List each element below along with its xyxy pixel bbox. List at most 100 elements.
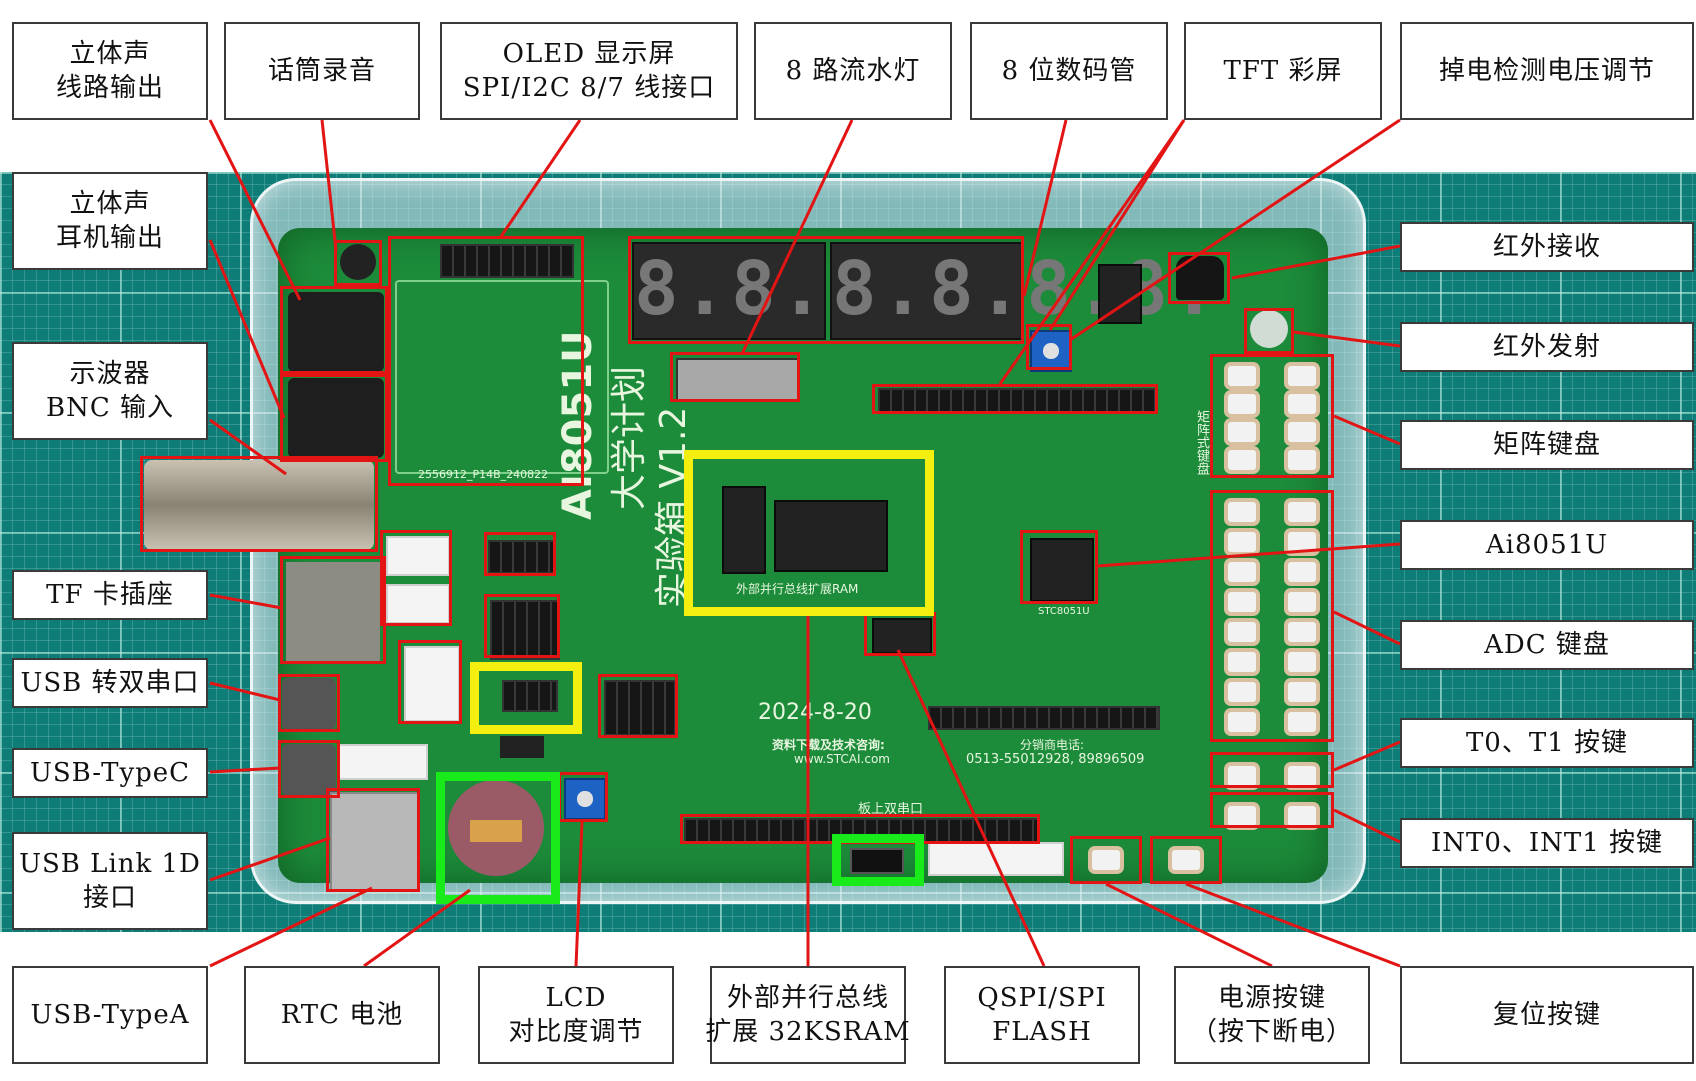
label-usb-typea: USB-TypeA	[12, 966, 208, 1064]
leader-line	[209, 418, 287, 476]
label-mcu: Ai8051U	[1400, 520, 1694, 570]
label-usb-link-1: USB Link 1D	[19, 849, 201, 879]
label-adc-keypad-1: ADC 键盘	[1484, 630, 1610, 660]
label-tf-slot-1: TF 卡插座	[46, 580, 174, 610]
box-int-keys	[1210, 792, 1334, 828]
label-stereo-headphone-2: 耳机输出	[55, 223, 164, 253]
box-reset-button	[1150, 836, 1222, 884]
keypad-button	[1228, 682, 1256, 702]
leader-line	[574, 821, 584, 967]
box-ir-emit	[1244, 308, 1294, 354]
keypad-button	[1228, 532, 1256, 552]
leader-line	[998, 119, 1186, 385]
keypad-button	[1288, 366, 1316, 386]
keypad-button	[1288, 532, 1316, 552]
box-jumper-osc	[484, 594, 560, 658]
usb-serial-silk: 板上双串口	[858, 802, 924, 817]
label-power-key-1: 电源按键	[1217, 983, 1326, 1013]
label-ir-receive: 红外接收	[1400, 222, 1694, 272]
label-tft-1: TFT 彩屏	[1223, 56, 1343, 86]
leader-line	[1333, 610, 1401, 646]
keypad-button	[1288, 766, 1316, 786]
highlight-sram	[684, 450, 934, 616]
board-date-silk: 2024-8-20	[758, 700, 872, 725]
label-stereo-line-out: 立体声 线路输出	[12, 22, 208, 120]
label-ir-emit-1: 红外发射	[1492, 332, 1601, 362]
leader-line	[209, 593, 283, 610]
label-tf-slot: TF 卡插座	[12, 570, 208, 620]
leader-line	[1097, 542, 1401, 568]
bnc-connector	[144, 460, 374, 550]
box-bnc	[140, 456, 378, 552]
keypad-silk: 矩阵式键盘	[1194, 410, 1209, 475]
keypad-button	[1288, 622, 1316, 642]
keypad-button	[1288, 562, 1316, 582]
power-header	[928, 706, 1160, 730]
label-lcd-contrast-1: LCD	[545, 983, 607, 1013]
label-led-8: 8 路流水灯	[754, 22, 952, 120]
audio-jack-headphone	[288, 378, 384, 458]
label-ir-emit: 红外发射	[1400, 322, 1694, 372]
label-t0-t1-1: T0、T1 按键	[1465, 728, 1629, 758]
keypad-button	[1288, 502, 1316, 522]
lcd-contrast-pot	[564, 778, 606, 820]
keypad-button	[1288, 450, 1316, 470]
keypad-button	[1288, 394, 1316, 414]
jumper-osc	[490, 600, 560, 660]
reset-button	[1172, 850, 1200, 870]
box-headphone-jack	[280, 374, 388, 462]
box-oled	[388, 236, 584, 486]
label-seg7-8: 8 位数码管	[970, 22, 1168, 120]
label-oscilloscope-2: BNC 输入	[45, 393, 174, 423]
label-stereo-line-out-2: 线路输出	[55, 73, 164, 103]
label-usb-typec: USB-TypeC	[12, 748, 208, 798]
label-oled: OLED 显示屏 SPI/I2C 8/7 线接口	[440, 22, 738, 120]
box-jumper-select	[484, 532, 556, 576]
keypad-button	[1288, 806, 1316, 826]
box-mic	[334, 240, 382, 286]
label-power-key-2: （按下断电）	[1190, 1017, 1353, 1047]
sram-chip-right	[774, 500, 888, 572]
oled-area	[395, 280, 609, 474]
box-usb-dual	[278, 674, 340, 732]
keypad-button	[1228, 450, 1256, 470]
label-seg7-8-1: 8 位数码管	[1001, 56, 1137, 86]
box-line-out-jack	[280, 286, 388, 374]
jumper-j18	[604, 680, 676, 736]
keypad-button	[1288, 652, 1316, 672]
label-t0-t1: T0、T1 按键	[1400, 718, 1694, 768]
label-mcu-1: Ai8051U	[1485, 530, 1609, 560]
label-qspi-flash-2: FLASH	[992, 1017, 1092, 1047]
leader-line	[740, 119, 854, 355]
label-mic-record-1: 话筒录音	[267, 56, 376, 86]
keypad-button	[1228, 766, 1256, 786]
brownout-chip	[1098, 264, 1142, 324]
label-matrix-keypad-1: 矩阵键盘	[1492, 430, 1601, 460]
label-qspi-flash-1: QSPI/SPI	[977, 983, 1107, 1013]
label-stereo-headphone: 立体声 耳机输出	[12, 172, 208, 270]
box-t0-t1	[1210, 752, 1334, 788]
ir-emitter	[1250, 310, 1288, 348]
keypad-button	[1228, 502, 1256, 522]
keypad-button	[1228, 562, 1256, 582]
box-mcu	[1020, 530, 1098, 604]
sales-phone-silk: 0513-55012928, 89896509	[966, 752, 1145, 767]
label-int0-int1: INT0、INT1 按键	[1400, 818, 1694, 868]
highlight-bottom-switch	[832, 834, 924, 886]
website-silk: www.STCAI.com	[794, 752, 890, 766]
ram-silk: 外部并行总线扩展RAM	[736, 582, 859, 596]
sales-phone-label-silk: 分销商电话:	[1020, 738, 1085, 752]
label-adc-keypad: ADC 键盘	[1400, 620, 1694, 670]
keypad-button	[1288, 712, 1316, 732]
keypad-button	[1228, 394, 1256, 414]
usb-c-port-2	[282, 744, 336, 796]
bottom-slide-switch	[850, 848, 904, 874]
oled-header	[440, 244, 574, 278]
highlight-power-jumper	[470, 662, 582, 734]
label-brownout-1: 掉电检测电压调节	[1438, 56, 1655, 86]
box-tf	[280, 556, 386, 664]
leader-line	[1333, 808, 1401, 844]
label-lcd-contrast-2: 对比度调节	[508, 1017, 644, 1047]
leader-line	[1333, 740, 1401, 772]
leader-line	[1048, 119, 1186, 331]
